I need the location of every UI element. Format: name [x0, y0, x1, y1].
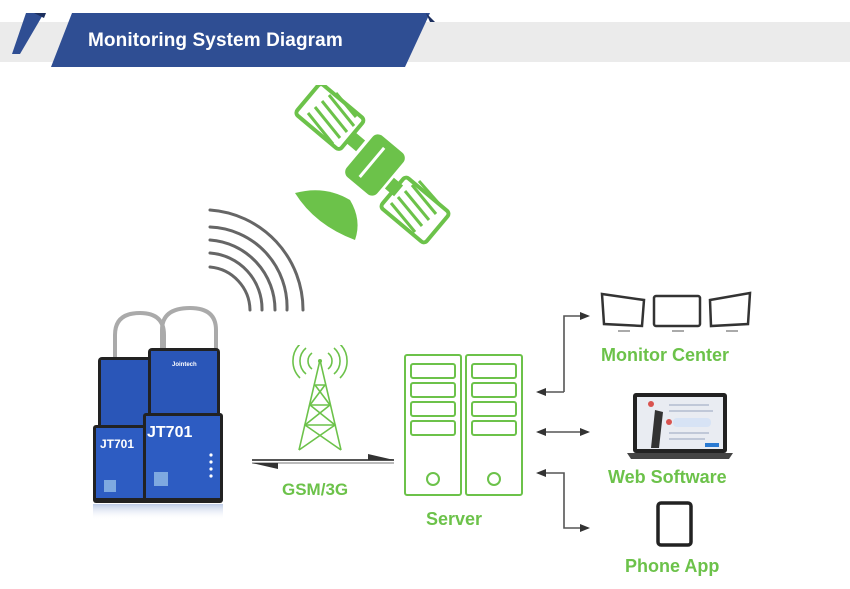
banner-right-fold [426, 13, 435, 22]
tower-label: GSM/3G [282, 480, 349, 499]
device-model-label-small: JT701 [100, 437, 135, 451]
web-software-label: Web Software [608, 467, 727, 487]
banner-left-fold [34, 13, 46, 18]
connector-monitor-center [563, 315, 588, 392]
server-label: Server [426, 509, 483, 529]
page-title: Monitoring System Diagram [88, 30, 343, 51]
satellite-dish [295, 190, 358, 240]
phone-app-label: Phone App [625, 556, 720, 576]
satellite-icon [294, 85, 451, 245]
arrow-head-left [252, 463, 278, 469]
electronic-lock-icon [93, 305, 223, 520]
device-brand-label: Jointech [172, 362, 197, 368]
laptop-icon [627, 393, 733, 459]
cell-tower-icon [292, 345, 348, 451]
banner-main [51, 13, 430, 67]
device-model-label: JT701 [147, 424, 193, 441]
monitor-center-label: Monitor Center [601, 345, 729, 365]
server-icon [404, 354, 523, 496]
header-banner [12, 13, 435, 67]
tablet-icon [656, 501, 693, 547]
monitors-icon [600, 291, 752, 332]
banner-left-flag [12, 13, 44, 54]
device-server-connection [252, 454, 394, 469]
arrow-head-right [368, 454, 394, 460]
connector-phone-app [538, 472, 588, 529]
server-client-connections [536, 312, 590, 532]
signal-waves-icon [208, 208, 305, 312]
